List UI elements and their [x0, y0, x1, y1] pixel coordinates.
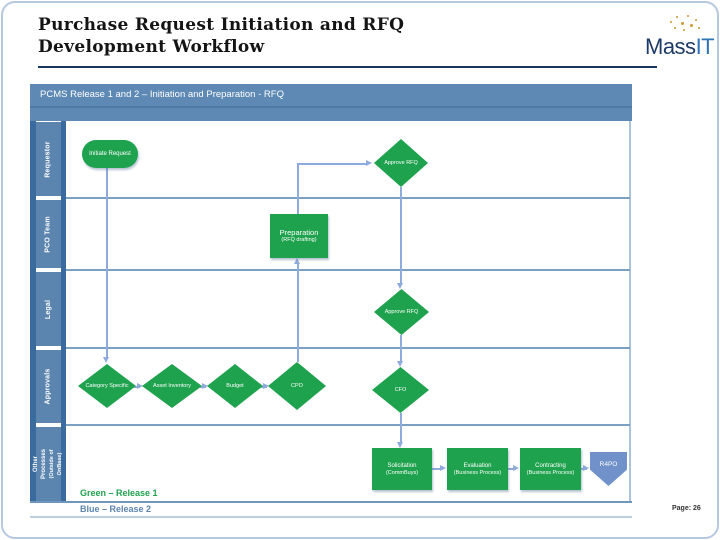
logo-dot: [674, 27, 676, 29]
logo-dot: [681, 22, 684, 25]
node-category-specific: Category Specific: [78, 364, 136, 408]
node-initiate-request: Initiate Request: [82, 140, 138, 168]
legend-release2: Blue – Release 2: [80, 504, 152, 514]
arrowhead-right-icon: [202, 383, 208, 389]
connector-cfo-to-solicitation: [400, 413, 402, 443]
node-contracting: Contracting (Business Process): [520, 448, 581, 490]
diagram-bottom-border: [30, 501, 632, 503]
lane-divider: [66, 424, 630, 426]
lane-other-processes-label: Other Processes (Outside of OnBase): [33, 449, 65, 479]
arrowhead-right-icon: [513, 465, 519, 471]
lane-legal: Legal: [36, 272, 61, 346]
node-r4po: R4PO: [590, 452, 627, 486]
node-approve-rfq-legal: Approve RFQ: [374, 289, 429, 335]
page-title-line1: Purchase Request Initiation and RFQ: [38, 15, 405, 35]
lane-pco-team: PCO Team: [36, 200, 61, 268]
lane-other-processes: Other Processes (Outside of OnBase): [34, 427, 64, 501]
lane-other-line2: (Outside of OnBase): [49, 449, 64, 479]
arrowhead-down-icon: [397, 283, 403, 289]
logo-dot: [690, 24, 693, 27]
node-initiate-request-label: Initiate Request: [89, 151, 131, 157]
logo-dot: [698, 27, 700, 29]
node-preparation: Preparation (RFQ drafting): [270, 214, 328, 258]
page-title: Purchase Request Initiation and RFQ Deve…: [38, 14, 404, 58]
lane-requestor-label: Requestor: [45, 140, 53, 178]
connector-preparation-up: [297, 163, 299, 214]
node-cfo-label: CFO: [394, 387, 407, 393]
node-contracting-label: Contracting: [535, 462, 566, 469]
diagram-header-bar: PCMS Release 1 and 2 – Initiation and Pr…: [30, 84, 632, 121]
node-contracting-sublabel: (Business Process): [526, 469, 575, 476]
node-cfo: CFO: [372, 367, 429, 413]
node-approve-rfq-requestor: Approve RFQ: [374, 139, 428, 187]
arrowhead-right-icon: [366, 160, 372, 166]
node-approve-rfq-legal-label: Approve RFQ: [384, 309, 419, 315]
arrowhead-up-icon: [294, 258, 300, 264]
node-r4po-label: R4PO: [599, 461, 618, 468]
logo-text-it: IT: [695, 34, 715, 59]
lane-divider: [66, 197, 630, 199]
logo-dot: [670, 21, 672, 23]
arrowhead-down-icon: [397, 442, 403, 448]
connector-cpo-to-preparation: [297, 264, 299, 362]
lane-pco-team-label: PCO Team: [45, 215, 53, 253]
node-approve-rfq-requestor-label: Approve RFQ: [384, 160, 418, 166]
logo-dot: [695, 19, 697, 21]
node-evaluation-sublabel: (Business Process): [453, 469, 502, 476]
lane-other-line1: Other Processes: [33, 448, 48, 480]
logo-dot: [683, 29, 685, 31]
title-underline: [38, 66, 657, 68]
node-budget: Budget: [207, 364, 263, 408]
node-cpo: CPO: [268, 362, 326, 410]
node-evaluation-label: Evaluation: [463, 462, 492, 469]
arrowhead-right-icon: [137, 383, 143, 389]
lane-label-divider: [61, 121, 66, 501]
lane-approvals-label: Approvals: [45, 368, 52, 405]
node-solicitation-sublabel: (CommBuys): [385, 469, 419, 476]
arrowhead-down-icon: [397, 361, 403, 367]
logo-dot: [676, 16, 678, 18]
node-category-specific-label: Category Specific: [85, 383, 129, 389]
page-title-line2: Development Workflow: [38, 37, 265, 57]
bottom-rule: [30, 516, 632, 518]
node-solicitation-label: Solicitation: [387, 462, 417, 469]
connector-legal-to-cfo: [400, 335, 402, 362]
connector-initiate-to-category: [106, 168, 108, 357]
arrowhead-right-icon: [583, 465, 589, 471]
node-cpo-label: CPO: [291, 383, 303, 389]
logo-text-mass: Mass: [645, 34, 696, 59]
arrowhead-right-icon: [440, 465, 446, 471]
node-preparation-sublabel: (RFQ drafting): [281, 237, 317, 243]
lane-divider: [66, 347, 630, 349]
legend-release1: Green – Release 1: [80, 488, 158, 498]
diagram-header-title: PCMS Release 1 and 2 – Initiation and Pr…: [40, 89, 284, 100]
arrowhead-down-icon: [103, 357, 109, 363]
node-asset-inventory-label: Asset Inventory: [153, 383, 191, 389]
logo-dot: [687, 15, 689, 17]
lane-approvals: Approvals: [36, 350, 61, 423]
node-budget-label: Budget: [226, 383, 244, 389]
page-number: Page: 26: [672, 505, 701, 512]
connector-solicitation-to-evaluation: [432, 468, 442, 470]
massit-logo: MassIT: [645, 12, 717, 62]
connector-requestor-to-legal: [400, 187, 402, 284]
lane-divider: [66, 269, 630, 271]
diagram-right-edge: [629, 121, 631, 501]
node-evaluation: Evaluation (Business Process): [447, 448, 508, 490]
connector-to-approve-rfq: [297, 163, 367, 165]
node-solicitation: Solicitation (CommBuys): [372, 448, 432, 490]
connector-evaluation-to-contracting: [508, 468, 516, 470]
node-asset-inventory: Asset Inventory: [142, 364, 202, 408]
node-preparation-label: Preparation: [279, 228, 319, 237]
arrowhead-right-icon: [263, 383, 269, 389]
lane-requestor: Requestor: [36, 122, 61, 196]
lane-legal-label: Legal: [44, 299, 52, 319]
diagram-header-divider: [30, 106, 632, 108]
diagram-left-border: [30, 121, 36, 501]
